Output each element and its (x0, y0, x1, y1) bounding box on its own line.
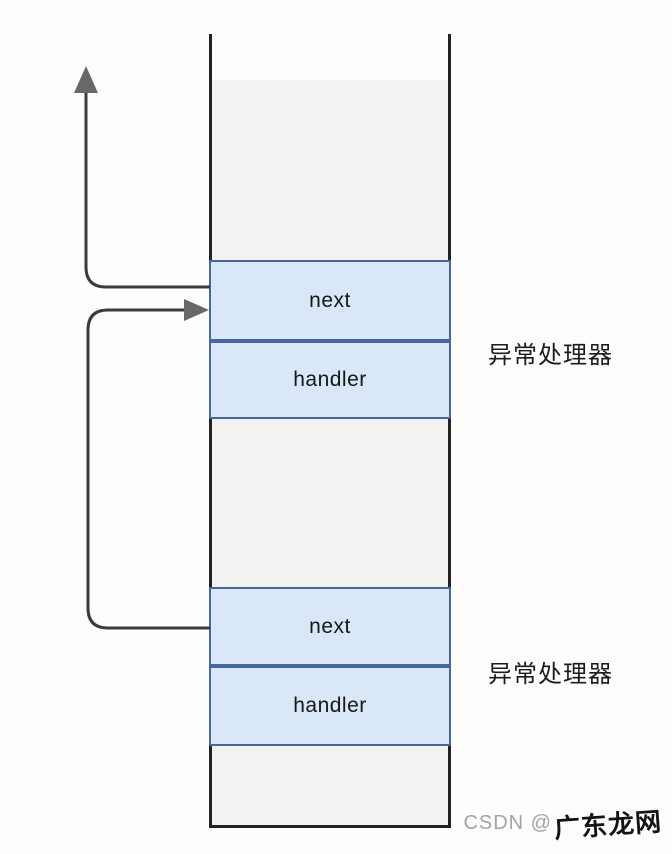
frame1-next-label: next (309, 288, 351, 312)
watermark-name: 广东龙网 (553, 806, 664, 844)
watermark: CSDN @ 广东龙网 (463, 805, 663, 843)
stack-left-wall (209, 34, 212, 828)
stack-segment-top (212, 80, 448, 260)
frame2-annotation: 异常处理器 (488, 661, 613, 688)
frame1-next-cell: next (209, 260, 451, 341)
frame1-annotation: 异常处理器 (488, 342, 613, 369)
chain-arrow-icon (86, 299, 210, 630)
stack-right-wall (448, 34, 451, 828)
frame2-next-cell: next (209, 587, 451, 666)
frame2-handler-cell: handler (209, 666, 451, 746)
up-arrow-icon (74, 66, 210, 289)
stack-segment-middle (212, 419, 448, 587)
stack-segment-bottom (212, 746, 448, 825)
watermark-prefix: CSDN @ (463, 812, 552, 834)
stack-bottom-wall (209, 825, 451, 828)
frame2-handler-label: handler (293, 694, 367, 717)
frame2-next-label: next (309, 614, 351, 638)
frame1-handler-cell: handler (209, 341, 451, 419)
frame1-handler-label: handler (293, 368, 367, 391)
